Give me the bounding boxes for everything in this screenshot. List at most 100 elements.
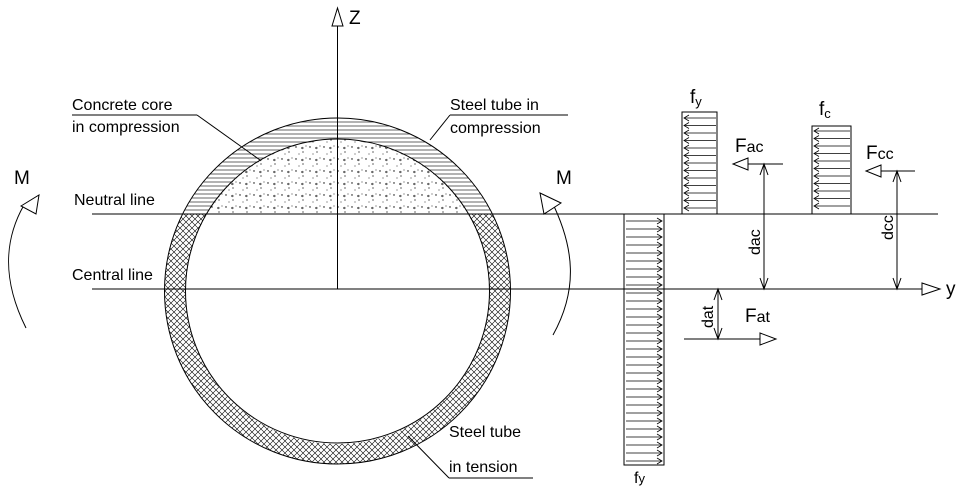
steel-tension-stress-arrowhead-icon bbox=[656, 273, 663, 281]
steel-tension-stress-arrowhead-icon bbox=[656, 337, 663, 345]
steel-tension-stress-arrowhead-icon bbox=[656, 241, 663, 249]
steel-tube-compression-zone bbox=[182, 118, 493, 214]
concrete-compression-stress-arrowhead-icon bbox=[813, 202, 820, 210]
steel-tension-stress-label: fy bbox=[634, 470, 645, 487]
steel-tension-stress-arrowhead-icon bbox=[656, 257, 663, 265]
steel-compression-stress-label: fy bbox=[690, 87, 702, 109]
moment-left-label: M bbox=[14, 168, 30, 189]
steel-tension-stress-arrowhead-icon bbox=[656, 321, 663, 329]
svg-text:dcc: dcc bbox=[880, 215, 897, 240]
steel-tension-stress-arrowhead-icon bbox=[656, 361, 663, 369]
steel-compression-stress-arrowhead-icon bbox=[683, 197, 690, 204]
steel-tube-tension-callout: Steel tube in tension bbox=[407, 424, 533, 479]
steel-compression-stress-arrowhead-icon bbox=[683, 174, 690, 182]
force-F-cc-arrow-icon bbox=[864, 164, 882, 178]
svg-text:Steel tube: Steel tube bbox=[449, 424, 521, 441]
concrete-compression-stress-arrowhead-icon bbox=[813, 165, 820, 172]
steel-compression-stress-arrowhead-icon bbox=[683, 122, 690, 129]
steel-tension-stress-arrowhead-icon bbox=[656, 305, 663, 313]
steel-compression-stress-arrowhead-icon bbox=[683, 159, 690, 167]
steel-tension-stress-arrowhead-icon bbox=[656, 297, 663, 305]
concrete-compression-stress-arrowhead-icon bbox=[813, 150, 820, 157]
steel-tension-stress-arrowhead-icon bbox=[656, 289, 663, 297]
svg-text:Fat: Fat bbox=[745, 306, 771, 327]
force-F-at-arrow-icon bbox=[759, 332, 778, 346]
steel-compression-stress-block: fy bbox=[681, 87, 718, 215]
steel-tension-stress-arrowhead-icon bbox=[656, 369, 663, 377]
z-axis-arrow-icon bbox=[331, 6, 344, 27]
steel-tension-stress-arrowhead-icon bbox=[656, 225, 663, 233]
concrete-compression-stress-arrowhead-icon bbox=[813, 172, 820, 180]
svg-text:dac: dac bbox=[747, 229, 764, 255]
concrete-compression-stress-arrowhead-icon bbox=[813, 127, 820, 135]
svg-text:compression: compression bbox=[450, 120, 541, 137]
steel-tension-stress-arrows bbox=[626, 217, 663, 465]
steel-tension-stress-arrowhead-icon bbox=[656, 409, 663, 417]
neutral-line-label: Neutral line bbox=[74, 192, 155, 209]
distance-d-ac: dac bbox=[747, 162, 769, 291]
svg-text:in tension: in tension bbox=[449, 459, 518, 476]
steel-tension-stress-arrowhead-icon bbox=[656, 377, 663, 385]
steel-tension-stress-arrowhead-icon bbox=[656, 425, 663, 433]
steel-tension-stress-arrowhead-icon bbox=[656, 353, 663, 361]
steel-compression-stress-arrowhead-icon bbox=[683, 137, 690, 144]
concrete-compression-stress-arrowhead-icon bbox=[813, 135, 820, 142]
distance-d-at: dat bbox=[700, 287, 723, 341]
steel-tension-stress-arrowhead-icon bbox=[656, 217, 663, 225]
concrete-compression-stress-arrows bbox=[813, 127, 850, 210]
moment-right-arrow-icon bbox=[539, 192, 563, 215]
concrete-compression-stress-arrowhead-icon bbox=[813, 180, 820, 187]
svg-text:Fcc: Fcc bbox=[866, 143, 894, 164]
concrete-compression-stress-label: fc bbox=[819, 99, 831, 121]
steel-compression-stress-arrowhead-icon bbox=[683, 144, 690, 152]
concrete-compression-stress-arrowhead-icon bbox=[813, 187, 820, 195]
steel-compression-stress-arrows bbox=[683, 114, 716, 212]
concrete-compression-stress-arrowhead-icon bbox=[813, 142, 820, 150]
steel-compression-stress-arrowhead-icon bbox=[683, 182, 690, 189]
steel-tension-stress-arrowhead-icon bbox=[656, 313, 663, 321]
force-F-ac-arrow-icon bbox=[731, 157, 749, 171]
steel-tube-compression-callout: Steel tube in compression bbox=[429, 97, 568, 141]
steel-compression-stress-arrowhead-icon bbox=[683, 189, 690, 197]
svg-text:Fac: Fac bbox=[735, 136, 764, 157]
steel-tension-stress-arrowhead-icon bbox=[656, 249, 663, 257]
steel-tension-stress-arrowhead-icon bbox=[656, 385, 663, 393]
moment-right: M bbox=[539, 168, 572, 336]
distance-d-cc: dcc bbox=[880, 169, 902, 291]
moment-right-label: M bbox=[556, 168, 572, 189]
svg-text:Concrete core: Concrete core bbox=[72, 97, 173, 114]
steel-tension-stress-arrowhead-icon bbox=[656, 457, 663, 465]
steel-tension-stress-arrowhead-icon bbox=[656, 281, 663, 289]
moment-left: M bbox=[8, 168, 40, 329]
steel-compression-stress-arrowhead-icon bbox=[683, 204, 690, 212]
steel-compression-stress-arrowhead-icon bbox=[683, 167, 690, 174]
steel-tension-stress-arrowhead-icon bbox=[656, 329, 663, 337]
force-F-at: Fat bbox=[684, 306, 778, 346]
moment-left-arrow-icon bbox=[19, 194, 40, 215]
concrete-core-callout: Concrete core in compression bbox=[72, 97, 261, 161]
steel-compression-stress-arrowhead-icon bbox=[683, 152, 690, 159]
steel-tension-stress-arrowhead-icon bbox=[656, 233, 663, 241]
svg-text:dat: dat bbox=[700, 305, 717, 328]
steel-tension-stress-arrowhead-icon bbox=[656, 401, 663, 409]
steel-tension-stress-arrowhead-icon bbox=[656, 417, 663, 425]
steel-tension-stress-arrowhead-icon bbox=[656, 265, 663, 273]
steel-tension-stress-block: fy bbox=[623, 213, 665, 487]
svg-text:in compression: in compression bbox=[72, 119, 180, 136]
force-F-ac: Fac bbox=[731, 136, 783, 171]
steel-tension-stress-arrowhead-icon bbox=[656, 433, 663, 441]
y-axis-label: y bbox=[946, 279, 956, 300]
steel-tension-stress-arrowhead-icon bbox=[656, 345, 663, 353]
concrete-compression-stress-arrowhead-icon bbox=[813, 157, 820, 165]
steel-tension-stress-arrowhead-icon bbox=[656, 393, 663, 401]
concrete-compression-stress-arrowhead-icon bbox=[813, 195, 820, 202]
steel-compression-stress-arrowhead-icon bbox=[683, 114, 690, 122]
z-axis-label: Z bbox=[349, 8, 361, 29]
steel-tension-stress-arrowhead-icon bbox=[656, 449, 663, 457]
y-axis-arrow-icon bbox=[921, 282, 942, 296]
concrete-compression-stress-block: fc bbox=[811, 99, 852, 215]
steel-compression-stress-arrowhead-icon bbox=[683, 129, 690, 137]
force-F-cc: Fcc bbox=[864, 143, 915, 178]
